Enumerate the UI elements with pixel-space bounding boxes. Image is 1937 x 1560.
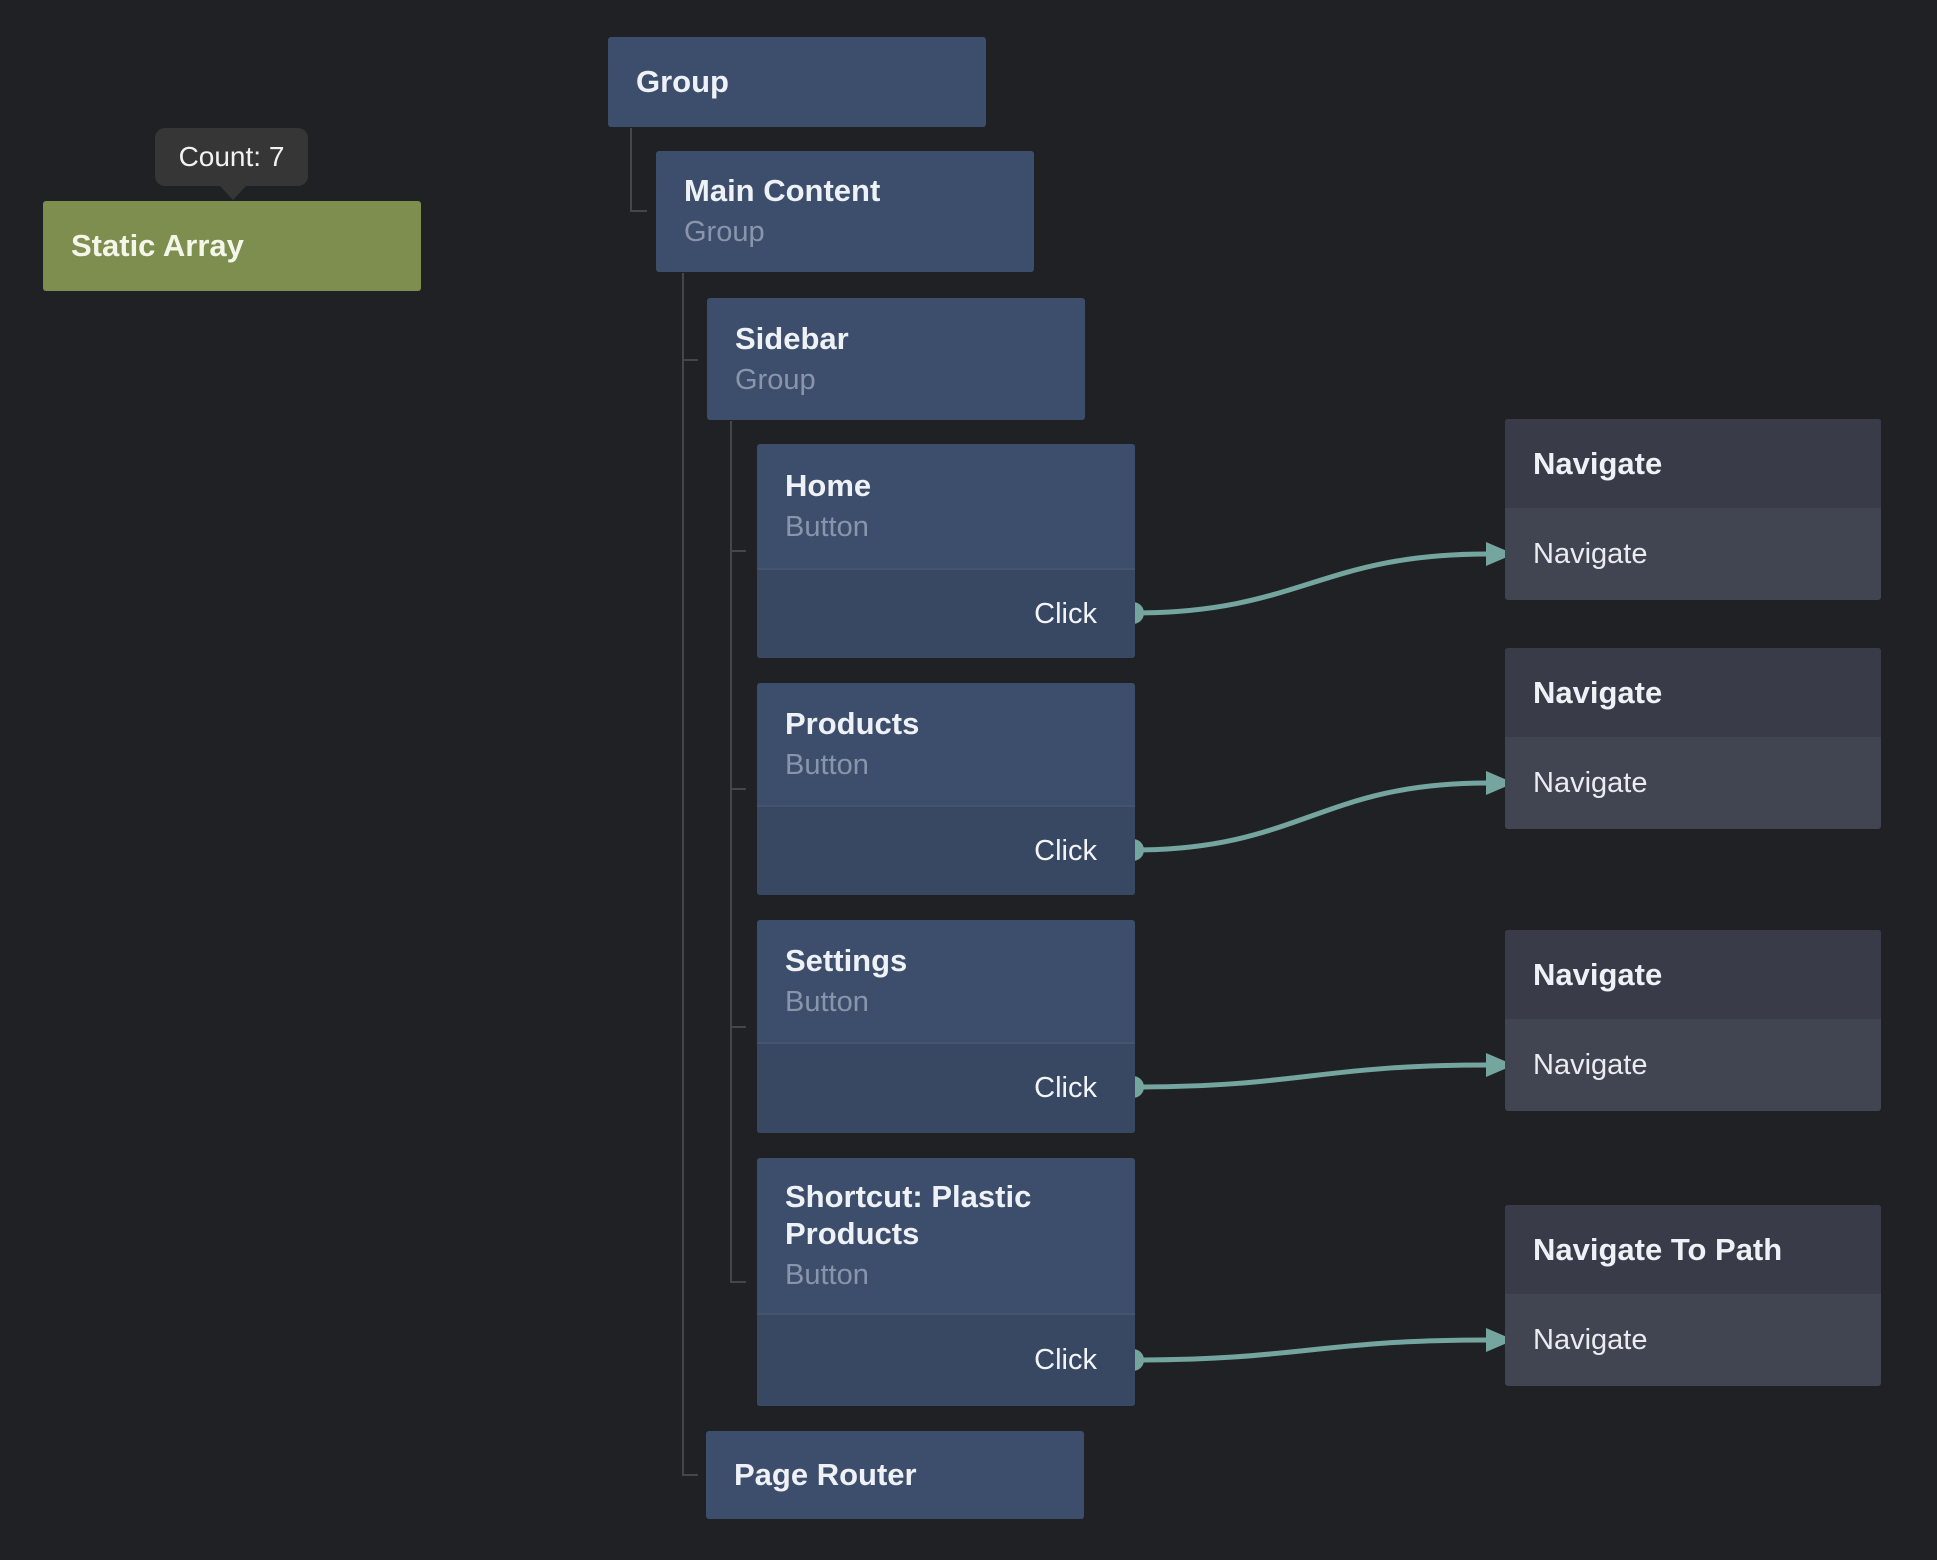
node-title: Navigate [1533, 956, 1663, 992]
node-subtitle: Button [785, 510, 869, 543]
node-navigate-to-path[interactable]: Navigate To Path Navigate [1505, 1205, 1881, 1386]
tree-connector-line [682, 273, 698, 1476]
count-tooltip: Count: 7 [155, 128, 308, 200]
node-products-button[interactable]: Products Button Click [757, 683, 1135, 895]
node-title: Products [785, 705, 920, 741]
output-label-click: Click [1034, 834, 1097, 867]
node-title: Settings [785, 942, 908, 978]
connection-wire[interactable] [1132, 1062, 1488, 1090]
node-navigate-2[interactable]: Navigate Navigate [1505, 648, 1881, 829]
node-navigate-1[interactable]: Navigate Navigate [1505, 419, 1881, 600]
tree-connector-line [730, 421, 746, 1283]
node-group[interactable]: Group [608, 37, 986, 127]
output-label-click: Click [1034, 1072, 1097, 1104]
output-label-click: Click [1034, 1344, 1097, 1376]
node-subtitle: Group [735, 363, 816, 396]
node-subtitle: Button [785, 1259, 869, 1292]
node-title: Page Router [734, 1457, 917, 1493]
tree-connector-line [630, 128, 647, 212]
node-shortcut-plastic-products-button[interactable]: Shortcut: Plastic Products Button Click [757, 1158, 1135, 1406]
count-tooltip-text: Count: 7 [178, 141, 285, 172]
node-subtitle: Button [785, 985, 869, 1018]
node-title: Navigate [1533, 674, 1663, 710]
connection-wire[interactable] [1132, 780, 1488, 853]
node-title: Sidebar [735, 320, 849, 356]
node-static-array[interactable]: Static Array [43, 201, 421, 291]
node-title: Navigate To Path [1533, 1231, 1783, 1267]
node-title: Home [785, 467, 872, 503]
node-home-button[interactable]: Home Button Click [757, 444, 1135, 658]
input-label-navigate: Navigate [1533, 766, 1648, 799]
connection-wire[interactable] [1132, 1337, 1488, 1363]
node-title: Shortcut: Plastic Products [785, 1178, 1032, 1252]
node-subtitle: Button [785, 748, 869, 781]
node-title: Group [636, 64, 729, 100]
node-settings-button[interactable]: Settings Button Click [757, 920, 1135, 1133]
node-main-content[interactable]: Main Content Group [656, 151, 1034, 272]
node-sidebar[interactable]: Sidebar Group [707, 298, 1085, 420]
connection-wire[interactable] [1132, 551, 1488, 616]
node-page-router[interactable]: Page Router [706, 1431, 1084, 1519]
node-title: Main Content [684, 173, 881, 209]
output-label-click: Click [1034, 597, 1097, 630]
node-subtitle: Group [684, 216, 765, 249]
node-title: Static Array [71, 228, 244, 263]
input-label-navigate: Navigate [1533, 537, 1648, 570]
tooltip-arrow-icon [220, 186, 246, 200]
input-label-navigate: Navigate [1533, 1323, 1648, 1356]
node-title: Navigate [1533, 445, 1663, 481]
node-navigate-3[interactable]: Navigate Navigate [1505, 930, 1881, 1111]
input-label-navigate: Navigate [1533, 1048, 1648, 1081]
